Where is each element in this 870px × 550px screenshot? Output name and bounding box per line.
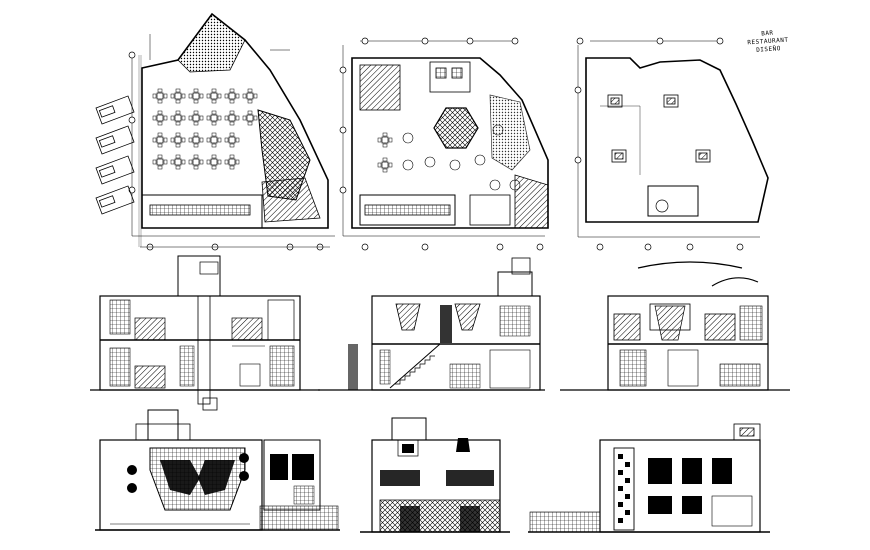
section-b [318, 257, 545, 391]
ground-floor-plan [95, 12, 335, 251]
rear-elevation [528, 423, 770, 533]
section-a [90, 255, 320, 411]
sheet-stamp: BAR RESTAURANT DISEÑO [728, 30, 808, 57]
front-elevation [95, 409, 340, 531]
side-elevation [360, 417, 510, 533]
first-floor-plan [339, 37, 549, 251]
section-c [560, 261, 790, 391]
roof-plan [574, 37, 769, 251]
